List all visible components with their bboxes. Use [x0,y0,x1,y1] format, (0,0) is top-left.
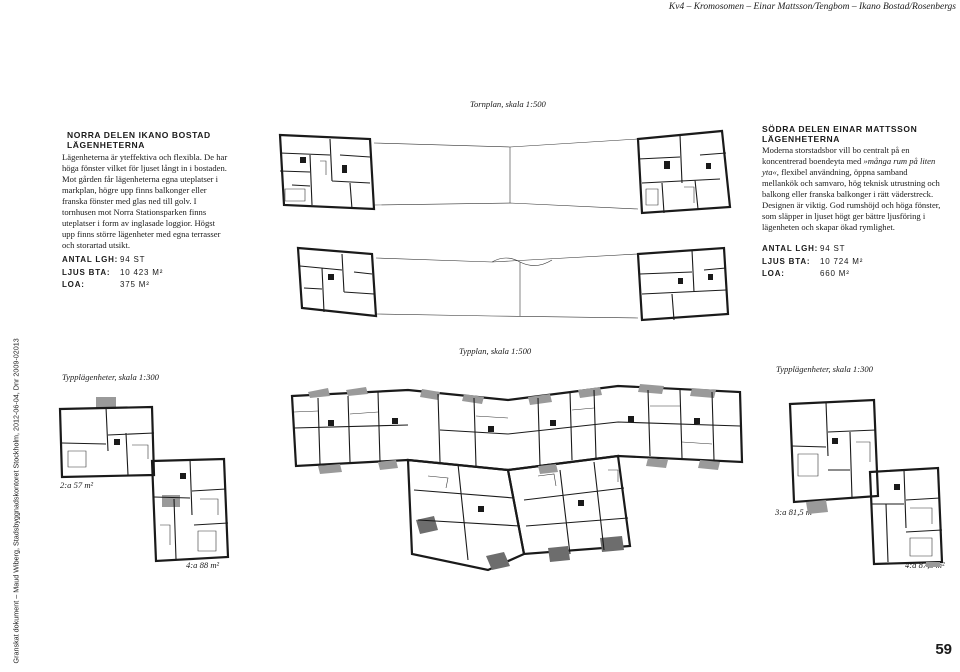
page-number: 59 [935,641,952,658]
right-stats: ANTAL LGH:94 ST LJUS BTA:10 724 M² LOA:6… [762,243,863,281]
typplan-caption: Typplan, skala 1:500 [459,346,532,356]
right-body-text: Moderna storstadsbor vill bo centralt på… [762,145,941,232]
left-stat-row: LJUS BTA:10 423 M² [62,267,164,277]
right-typ-caption: Typplägenheter, skala 1:300 [776,364,873,374]
typplan-floor-plan [290,384,744,572]
right-area-2: 4:a 87,5 m² [905,560,945,570]
left-area-2: 4:a 88 m² [186,560,220,570]
left-heading-line-2: LÄGENHETERNA [67,140,146,150]
right-heading: SÖDRA DELEN EINAR MATTSSON LÄGENHETERNA [762,124,917,144]
tornplan-caption: Tornplan, skala 1:500 [470,99,546,109]
right-heading-line-2: LÄGENHETERNA [762,134,841,144]
right-heading-line-1: SÖDRA DELEN EINAR MATTSSON [762,124,918,134]
left-typ-caption: Typplägenheter, skala 1:300 [62,372,159,382]
left-body-text: Lägenheterna är yteffektiva och flexibla… [62,152,228,250]
review-stamp-credit: Granskat dokument – Maud Wiberg, Stadsby… [11,338,21,664]
tornplan-upper-row [278,129,732,215]
left-stats: ANTAL LGH:94 ST LJUS BTA:10 423 M² LOA:3… [62,254,163,292]
left-type-apartments [58,397,230,563]
left-stat-row: LOA:375 M² [62,280,150,289]
page-header-title: Kv4 – Kromosomen – Einar Mattsson/Tengbo… [668,2,956,12]
left-stat-row: ANTAL LGH:94 ST [62,255,146,264]
right-type-apartments [788,398,944,567]
right-stat-row: LJUS BTA:10 724 M² [762,256,864,266]
left-heading: NORRA DELEN IKANO BOSTAD LÄGENHETERNA [67,130,211,150]
left-area-1: 2:a 57 m² [60,480,94,490]
right-area-1: 3:a 81,5 m² [775,507,815,517]
tornplan-lower-row [296,246,730,322]
right-stat-row: LOA:660 M² [762,269,850,278]
left-heading-line-1: NORRA DELEN IKANO BOSTAD [67,130,211,140]
right-stat-row: ANTAL LGH:94 ST [762,244,846,253]
